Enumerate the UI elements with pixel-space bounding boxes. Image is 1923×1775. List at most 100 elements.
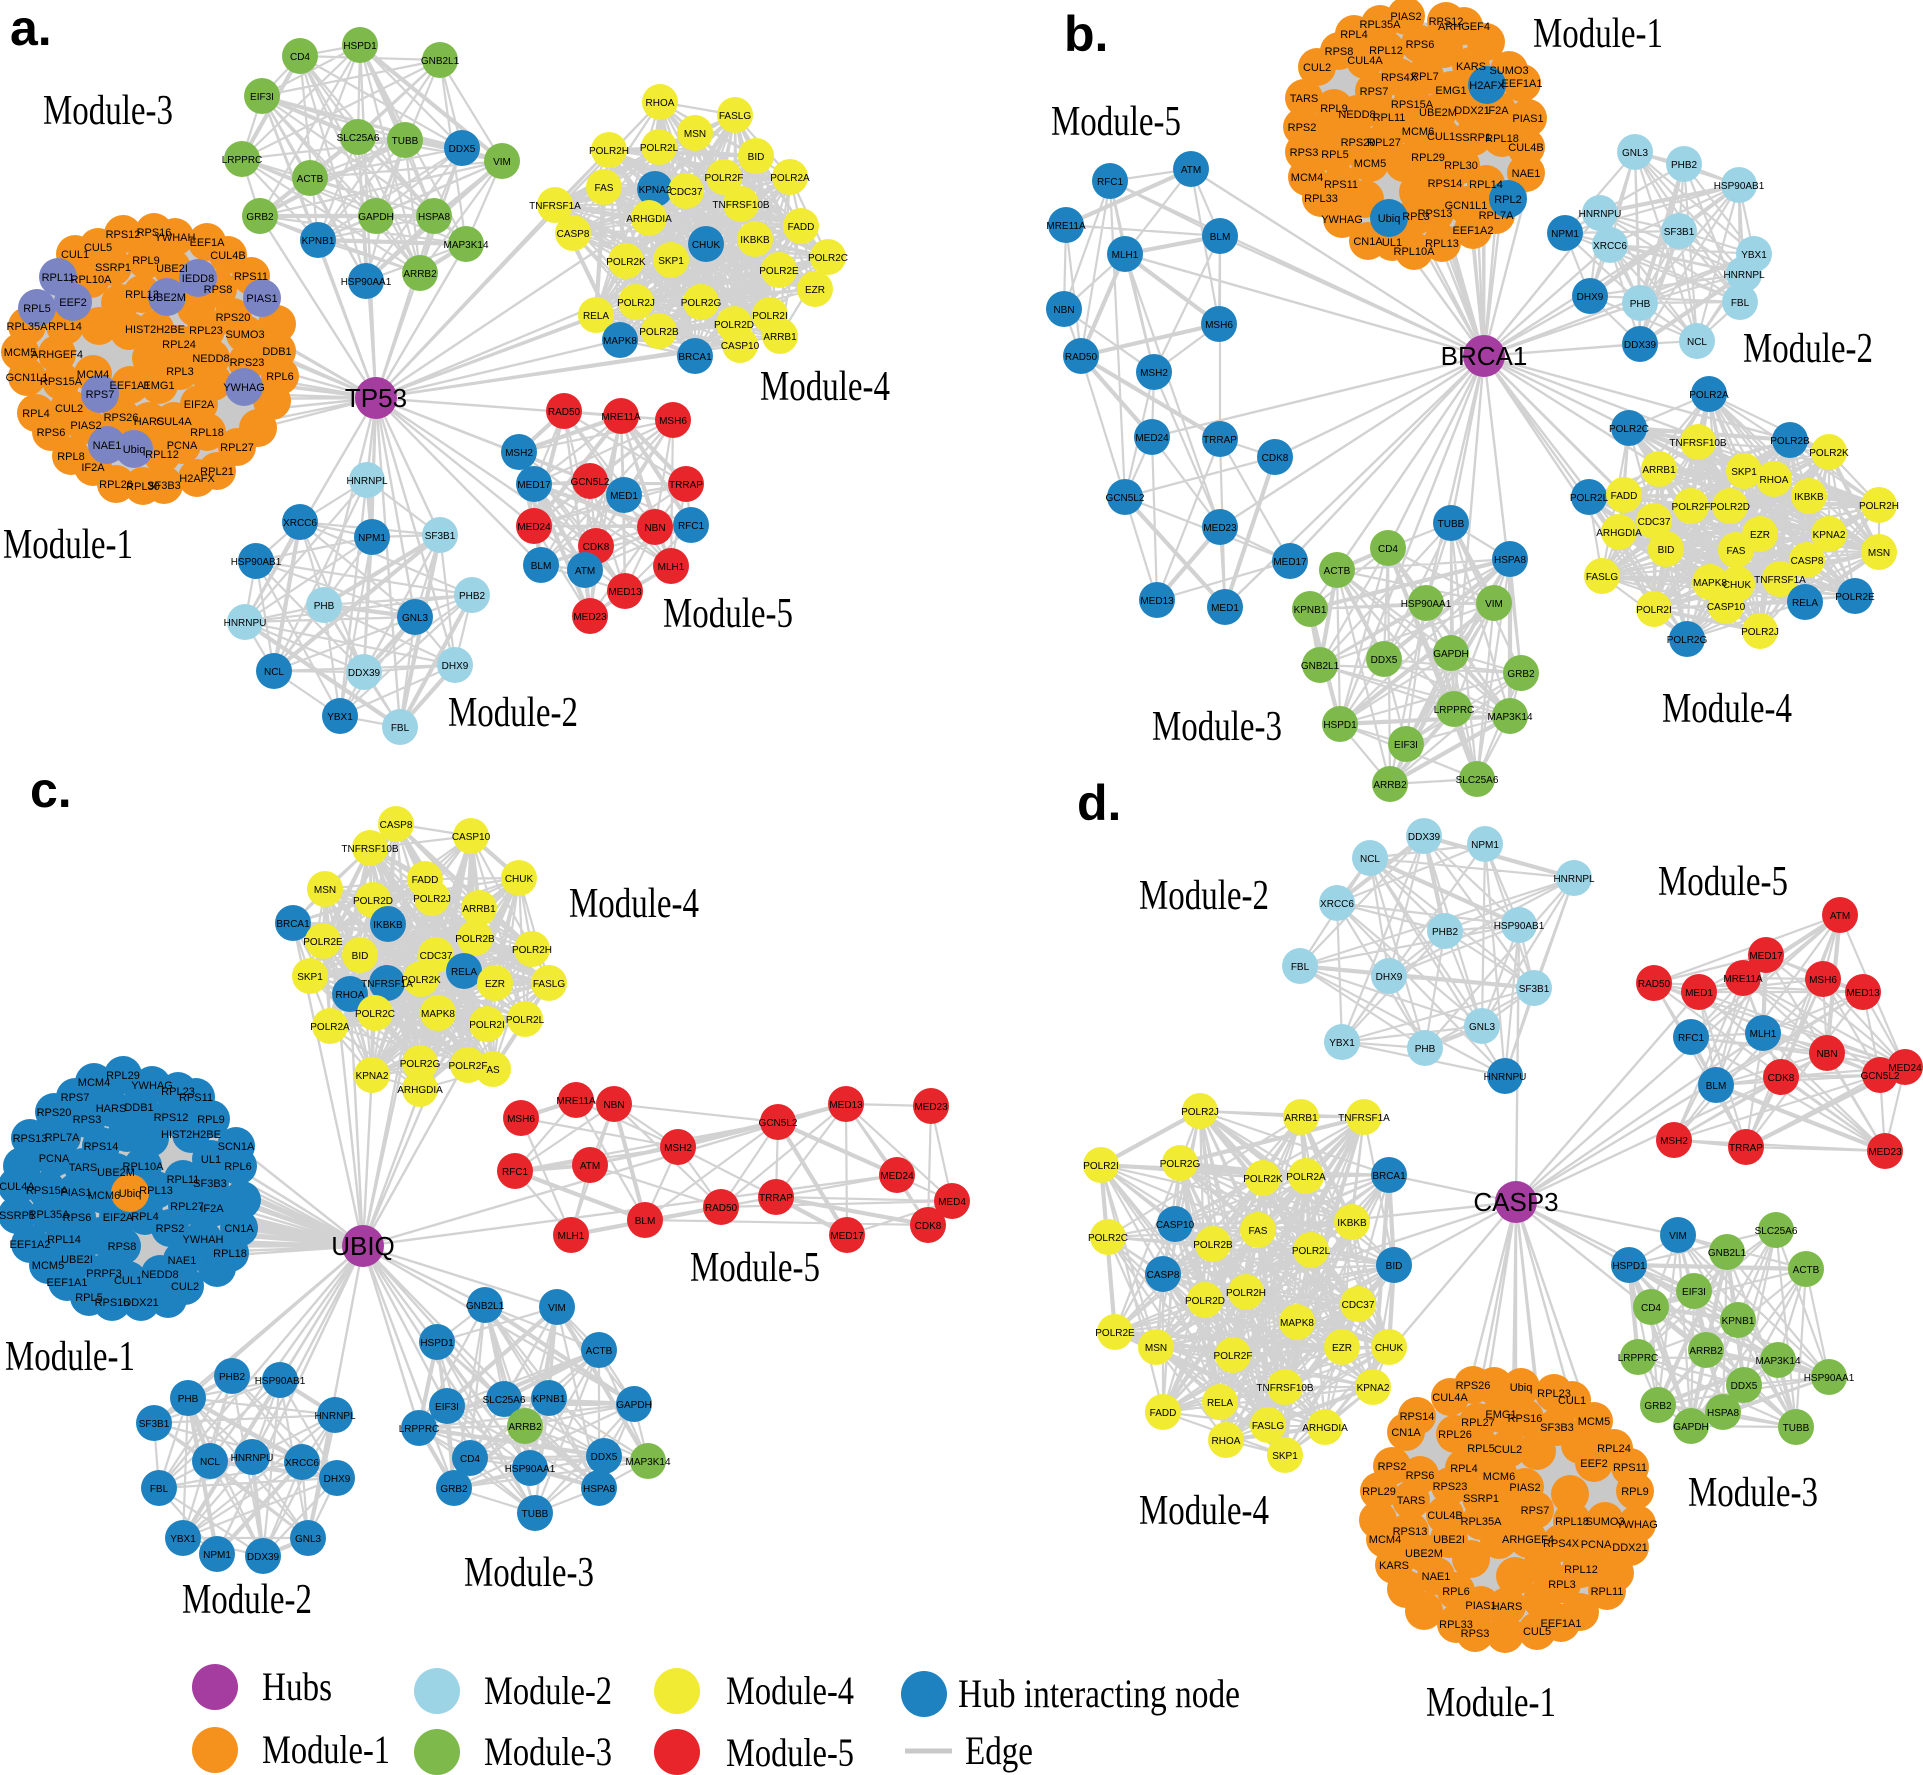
svg-text:GCN5L2: GCN5L2: [1106, 493, 1145, 504]
svg-text:MLH1: MLH1: [558, 1231, 585, 1242]
svg-text:ACTB: ACTB: [1793, 1265, 1820, 1276]
svg-text:NAE1: NAE1: [1422, 1571, 1451, 1583]
svg-text:SKP1: SKP1: [1272, 1451, 1298, 1462]
svg-text:HIST2H2BE: HIST2H2BE: [161, 1129, 221, 1141]
svg-text:CDK8: CDK8: [915, 1221, 942, 1232]
svg-text:PIAS2: PIAS2: [1390, 11, 1421, 23]
svg-text:TNFRSF1A: TNFRSF1A: [361, 979, 413, 990]
svg-text:KPNB1: KPNB1: [533, 1394, 566, 1405]
svg-text:SLC25A6: SLC25A6: [483, 1395, 526, 1406]
svg-text:RAD50: RAD50: [1638, 979, 1671, 990]
svg-text:RPL18: RPL18: [1555, 1516, 1589, 1528]
svg-text:POLR2C: POLR2C: [1609, 424, 1649, 435]
svg-text:ATM: ATM: [1181, 165, 1201, 176]
svg-text:POLR2D: POLR2D: [1185, 1296, 1225, 1307]
svg-text:GNL3: GNL3: [402, 613, 429, 624]
svg-text:CHUK: CHUK: [1375, 1343, 1404, 1354]
svg-text:c.: c.: [30, 762, 72, 818]
svg-text:MED24: MED24: [517, 522, 551, 533]
svg-text:EEF1A: EEF1A: [190, 237, 226, 249]
svg-text:EIF2A: EIF2A: [184, 399, 215, 411]
svg-text:EMG1: EMG1: [1485, 1409, 1516, 1421]
svg-text:RPS13: RPS13: [1418, 208, 1453, 220]
svg-text:RHOA: RHOA: [1212, 1436, 1241, 1447]
svg-text:CUL1: CUL1: [1427, 131, 1455, 143]
svg-text:TRRAP: TRRAP: [759, 1193, 793, 1204]
svg-text:DHX9: DHX9: [1376, 972, 1403, 983]
svg-text:BRCA1: BRCA1: [678, 352, 712, 363]
svg-text:Module-4: Module-4: [726, 1668, 854, 1713]
svg-text:MED23: MED23: [1203, 523, 1237, 534]
svg-text:Ubiq: Ubiq: [123, 444, 146, 456]
svg-text:EZR: EZR: [805, 285, 825, 296]
svg-text:UL1: UL1: [1382, 237, 1402, 249]
svg-text:DDX5: DDX5: [1371, 655, 1398, 666]
svg-text:RPS2: RPS2: [1378, 1461, 1407, 1473]
svg-text:MSH6: MSH6: [1205, 320, 1233, 331]
svg-text:RPS6: RPS6: [1406, 39, 1435, 51]
svg-text:TUBB: TUBB: [1438, 519, 1465, 530]
svg-text:NEDD8: NEDD8: [1338, 109, 1375, 121]
svg-text:Ubiq: Ubiq: [1510, 1382, 1533, 1394]
svg-text:ARHGDIA: ARHGDIA: [626, 214, 672, 225]
svg-text:GNL3: GNL3: [295, 1534, 322, 1545]
svg-text:YWHAG: YWHAG: [1616, 1519, 1658, 1531]
svg-text:RPS6: RPS6: [37, 427, 66, 439]
svg-text:POLR2K: POLR2K: [1243, 1174, 1283, 1185]
svg-text:RPS6: RPS6: [1406, 1470, 1435, 1482]
svg-text:RPL11: RPL11: [1591, 1586, 1624, 1598]
svg-text:HSP90AB1: HSP90AB1: [1714, 181, 1765, 192]
svg-text:POLR2D: POLR2D: [1710, 502, 1750, 513]
svg-text:PCNA: PCNA: [167, 440, 198, 452]
svg-text:RPL4: RPL4: [131, 1211, 159, 1223]
svg-text:CN1A: CN1A: [1353, 236, 1383, 248]
svg-text:MED1: MED1: [610, 491, 638, 502]
svg-text:TNFRSF10B: TNFRSF10B: [341, 844, 399, 855]
svg-text:DHX9: DHX9: [442, 661, 469, 672]
svg-text:POLR2H: POLR2H: [512, 945, 552, 956]
svg-text:RPS12: RPS12: [154, 1112, 189, 1124]
svg-text:MED13: MED13: [1140, 596, 1174, 607]
svg-text:ATM: ATM: [1830, 911, 1850, 922]
svg-text:CN1A: CN1A: [224, 1223, 254, 1235]
svg-text:ARRB1: ARRB1: [1642, 465, 1676, 476]
svg-text:POLR2B: POLR2B: [1770, 436, 1810, 447]
svg-text:PIAS1: PIAS1: [1465, 1600, 1496, 1612]
svg-text:EEF1A1: EEF1A1: [1541, 1618, 1582, 1630]
svg-text:GCN5L2: GCN5L2: [759, 1118, 798, 1129]
svg-text:MED24: MED24: [880, 1171, 914, 1182]
svg-text:IF2A: IF2A: [200, 1203, 224, 1215]
svg-text:SF3B1: SF3B1: [1664, 227, 1695, 238]
svg-text:RPS3: RPS3: [1290, 147, 1319, 159]
svg-text:RPS14: RPS14: [84, 1141, 119, 1153]
svg-text:POLR2I: POLR2I: [752, 311, 788, 322]
svg-text:EIF2A: EIF2A: [103, 1212, 134, 1224]
svg-text:POLR2F: POLR2F: [449, 1061, 488, 1072]
svg-text:RPS26: RPS26: [104, 412, 139, 424]
svg-text:TNFRSF10B: TNFRSF10B: [712, 200, 770, 211]
svg-text:Module-4: Module-4: [1139, 1488, 1269, 1534]
svg-text:POLR2K: POLR2K: [606, 257, 646, 268]
svg-text:RPL10A: RPL10A: [1394, 246, 1436, 258]
svg-text:d.: d.: [1077, 775, 1121, 831]
svg-text:UBE2M: UBE2M: [97, 1167, 135, 1179]
svg-text:TNFRSF10B: TNFRSF10B: [1256, 1383, 1314, 1394]
svg-text:NCL: NCL: [264, 667, 284, 678]
svg-text:POLR2A: POLR2A: [1689, 390, 1729, 401]
svg-text:EMG1: EMG1: [143, 380, 174, 392]
svg-text:FASLG: FASLG: [719, 111, 751, 122]
svg-text:RPL18: RPL18: [190, 427, 224, 439]
svg-text:FAS: FAS: [595, 183, 614, 194]
svg-text:POLR2I: POLR2I: [1636, 605, 1672, 616]
svg-text:MCM4: MCM4: [1369, 1534, 1401, 1546]
svg-text:MAPK8: MAPK8: [1693, 578, 1727, 589]
svg-text:TRRAP: TRRAP: [1729, 1143, 1763, 1154]
svg-text:SF3B1: SF3B1: [1519, 984, 1550, 995]
svg-text:MSH2: MSH2: [505, 448, 533, 459]
svg-text:POLR2G: POLR2G: [681, 298, 722, 309]
svg-text:Module-3: Module-3: [1152, 704, 1282, 750]
svg-text:IKBKB: IKBKB: [373, 920, 403, 931]
svg-text:CDC37: CDC37: [420, 951, 453, 962]
svg-text:HNRNPL: HNRNPL: [1723, 270, 1765, 281]
svg-text:CDK8: CDK8: [1768, 1073, 1795, 1084]
